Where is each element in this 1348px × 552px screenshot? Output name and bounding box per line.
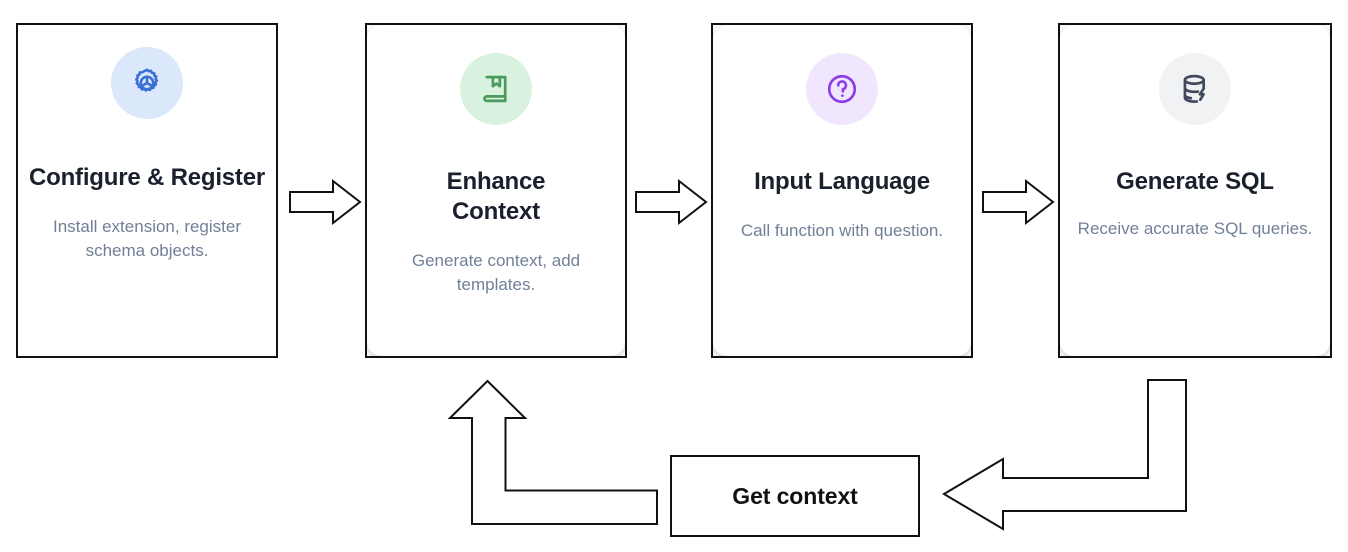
- connector-arrow-3: [982, 178, 1055, 226]
- question-circle-icon-badge: [806, 53, 878, 125]
- step-title: Generate SQL: [1116, 168, 1274, 195]
- gear-icon-badge: [111, 47, 183, 119]
- step-card-body: Enhance Context Generate context, add te…: [367, 25, 625, 356]
- connector-arrow-1: [289, 178, 362, 226]
- get-context-box[interactable]: Get context: [670, 455, 920, 537]
- step-description: Install extension, register schema objec…: [52, 216, 242, 260]
- step-description: Generate context, add templates.: [411, 250, 581, 294]
- step-title: Configure & Register: [28, 164, 266, 191]
- step-card-body: Input Language Call function with questi…: [713, 25, 971, 356]
- feedback-arrow-left: [942, 379, 1187, 531]
- gear-icon: [129, 65, 165, 101]
- get-context-label: Get context: [732, 482, 858, 509]
- book-bookmark-icon: [479, 72, 513, 106]
- step-card-enhance-context[interactable]: Enhance Context Generate context, add te…: [365, 23, 627, 358]
- database-bolt-icon: [1178, 72, 1212, 106]
- step-description: Receive accurate SQL queries.: [1077, 218, 1313, 238]
- step-card-configure-register[interactable]: Configure & Register Install extension, …: [16, 23, 278, 358]
- step-card-body: Generate SQL Receive accurate SQL querie…: [1060, 25, 1330, 356]
- step-card-generate-sql[interactable]: Generate SQL Receive accurate SQL querie…: [1058, 23, 1332, 358]
- step-card-input-language[interactable]: Input Language Call function with questi…: [711, 23, 973, 358]
- database-bolt-icon-badge: [1159, 53, 1231, 125]
- step-card-body: Configure & Register Install extension, …: [18, 25, 276, 356]
- step-title: Enhance Context: [446, 168, 546, 225]
- question-circle-icon: [825, 72, 859, 106]
- step-title: Input Language: [754, 168, 930, 195]
- connector-arrow-2: [635, 178, 708, 226]
- feedback-arrow-up: [447, 379, 658, 525]
- book-bookmark-icon-badge: [460, 53, 532, 125]
- step-description: Call function with question.: [740, 220, 944, 240]
